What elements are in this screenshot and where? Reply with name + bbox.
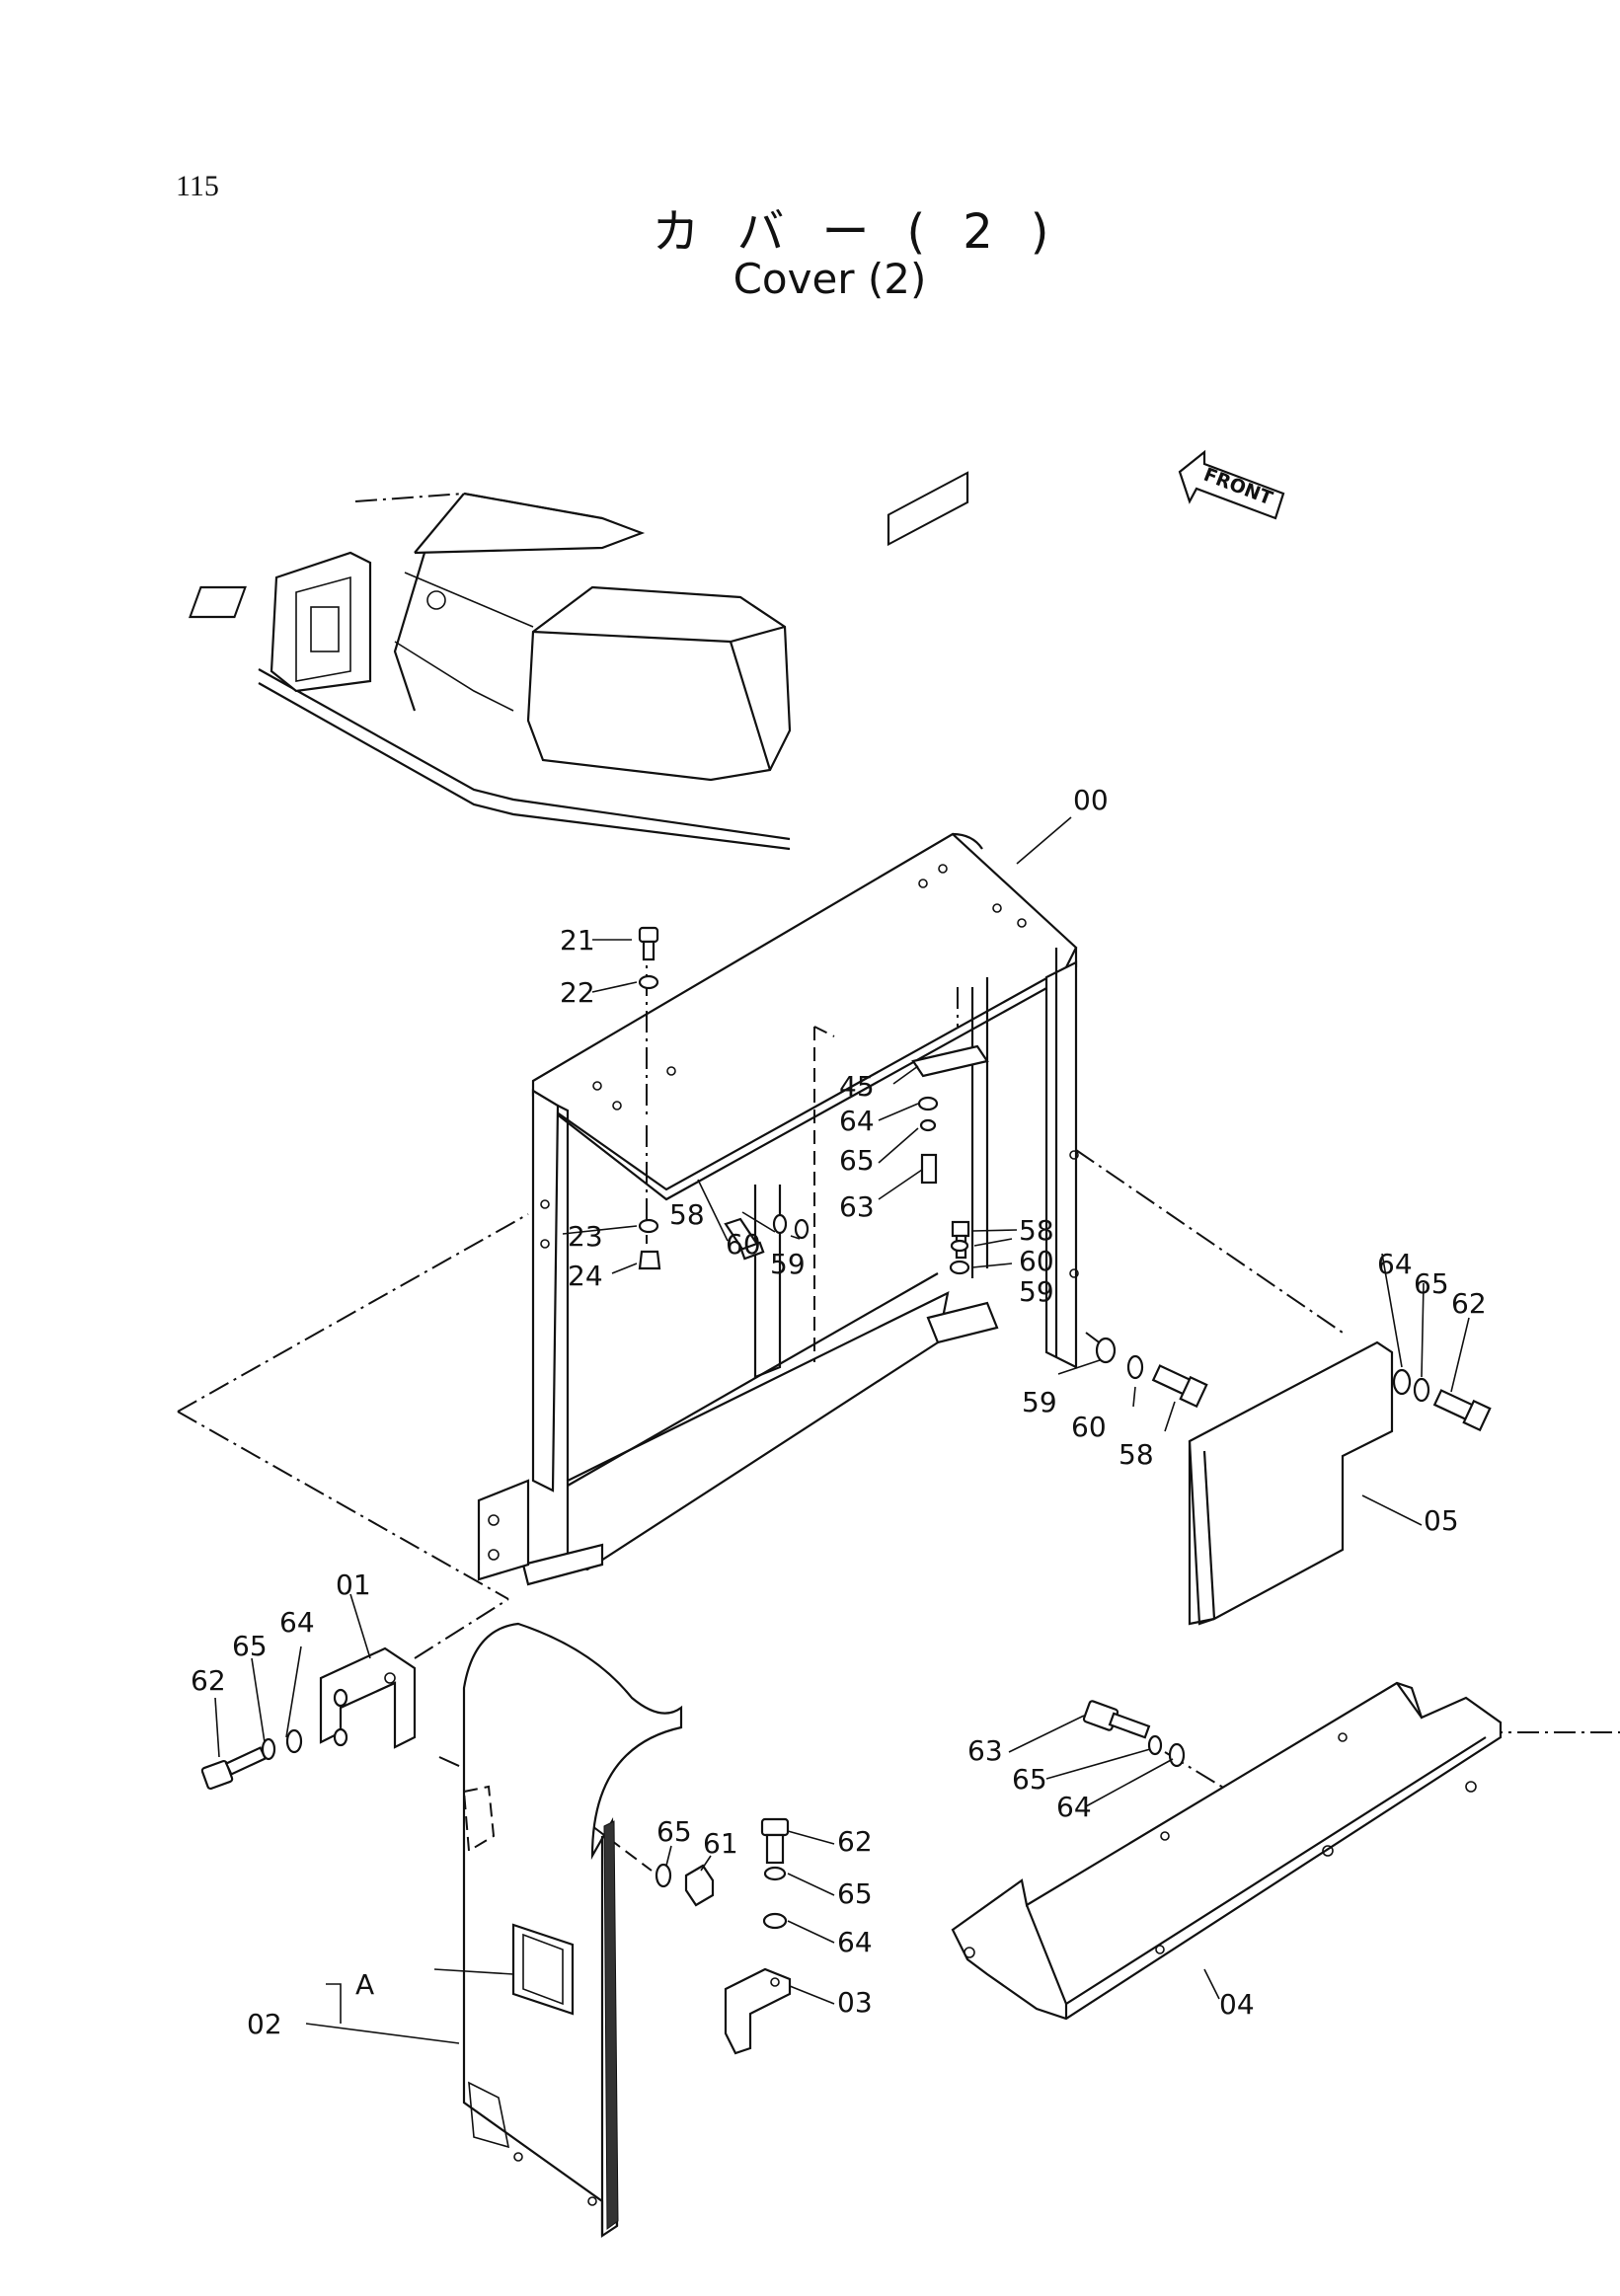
hardware-group-upper — [638, 926, 1492, 1432]
front-arrow-icon: FRONT — [1178, 449, 1285, 520]
callout-00: 00 — [1073, 784, 1109, 816]
callout-labels: 00 21 22 45 64 65 63 58 60 59 23 24 58 6… — [191, 784, 1487, 2040]
callout-61: 61 — [703, 1827, 738, 1860]
part-00-frame — [477, 471, 1079, 1586]
callout-04: 04 — [1219, 1988, 1255, 2021]
callout-59-right: 59 — [1019, 1275, 1054, 1308]
callout-58-right: 58 — [1019, 1214, 1054, 1247]
callout-01: 01 — [336, 1569, 371, 1601]
callout-65-lower: 65 — [1012, 1763, 1047, 1796]
callout-21: 21 — [560, 924, 595, 957]
callout-65-center: 65 — [656, 1815, 692, 1848]
machine-overview-illustration — [189, 492, 792, 851]
page-title-english: Cover (2) — [733, 255, 927, 303]
callout-64-left: 64 — [279, 1606, 315, 1639]
callout-65-upper: 65 — [839, 1144, 875, 1177]
callout-23: 23 — [568, 1220, 603, 1253]
page-title-japanese: カバー(2) — [652, 204, 1087, 260]
part-02-cover — [462, 1622, 683, 2239]
callout-64-center: 64 — [837, 1926, 873, 1958]
callout-62-left: 62 — [191, 1664, 226, 1697]
callout-59-lower: 59 — [1022, 1386, 1057, 1418]
callout-60-right: 60 — [1019, 1245, 1054, 1277]
hardware-group-lower — [655, 1700, 1186, 2055]
callout-60-lower: 60 — [1071, 1411, 1107, 1443]
callout-64-upper: 64 — [839, 1105, 875, 1137]
leader-lines — [214, 816, 1470, 2044]
part-05-side-plate — [1188, 1340, 1394, 1626]
callout-63-upper: 63 — [839, 1190, 875, 1223]
callout-62-center: 62 — [837, 1825, 873, 1858]
callout-64-side: 64 — [1377, 1248, 1413, 1280]
callout-64-lower: 64 — [1056, 1791, 1092, 1823]
callout-58-lower: 58 — [1119, 1438, 1154, 1471]
callout-59-left: 59 — [770, 1248, 806, 1280]
part-04-tray — [951, 1681, 1503, 2021]
page-number: 115 — [176, 170, 219, 202]
callout-03: 03 — [837, 1986, 873, 2019]
callout-22: 22 — [560, 976, 595, 1009]
callout-58-left: 58 — [669, 1198, 705, 1231]
callout-60-left: 60 — [726, 1228, 761, 1261]
callout-65-side: 65 — [1414, 1267, 1449, 1300]
callout-65-left: 65 — [232, 1630, 268, 1662]
callout-02: 02 — [247, 2008, 282, 2040]
callout-63-lower: 63 — [967, 1734, 1003, 1767]
callout-45: 45 — [839, 1070, 875, 1103]
callout-A: A — [355, 1968, 374, 2001]
callout-65-center-b: 65 — [837, 1877, 873, 1910]
callout-05: 05 — [1424, 1504, 1459, 1537]
callout-62-side: 62 — [1451, 1287, 1487, 1320]
part-01-bracket — [200, 1646, 417, 1791]
callout-24: 24 — [568, 1260, 603, 1292]
